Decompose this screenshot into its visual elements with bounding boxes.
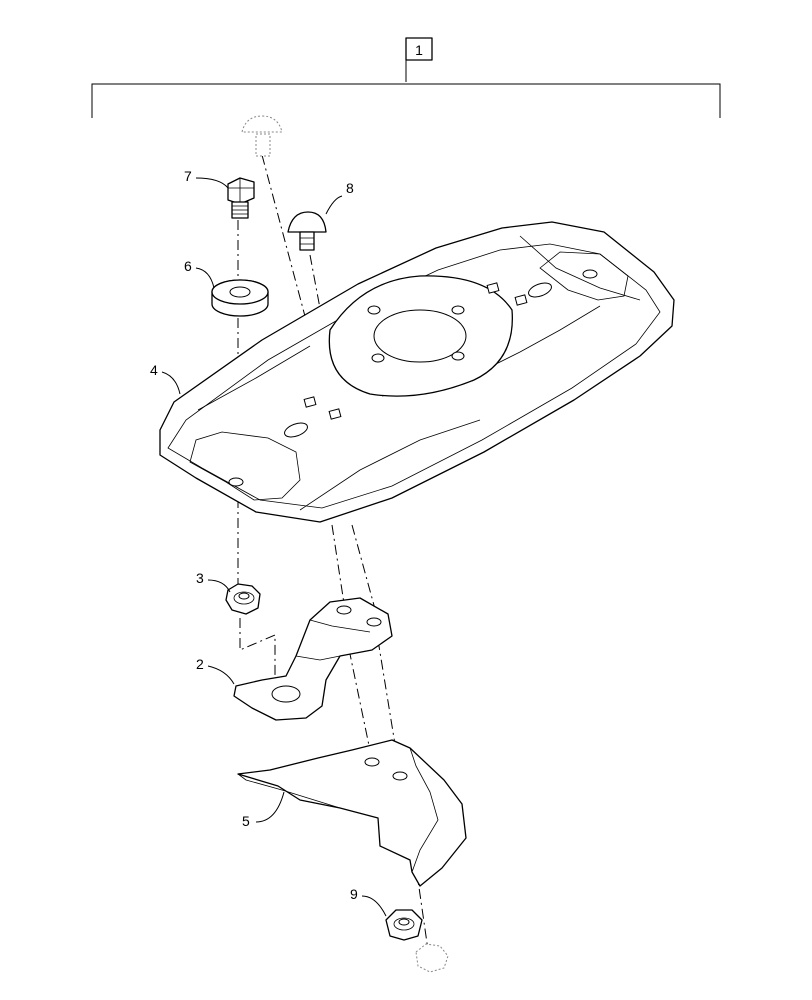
- callout-8[interactable]: 8: [346, 180, 354, 196]
- callout-2[interactable]: 2: [196, 656, 204, 672]
- skid-plate-part-4[interactable]: [159, 221, 675, 523]
- callout-labels: 7 8 6 4 3 2 5 9: [150, 168, 358, 902]
- leader-lines: [161, 177, 387, 917]
- callout-7[interactable]: 7: [184, 168, 192, 184]
- nut-part-3[interactable]: [225, 583, 261, 615]
- ghost-nut: [415, 943, 449, 973]
- callout-9[interactable]: 9: [350, 886, 358, 902]
- callout-4[interactable]: 4: [150, 362, 158, 378]
- hex-bolt-part-7[interactable]: [227, 177, 255, 219]
- callout-1[interactable]: 1: [415, 42, 423, 58]
- callout-3[interactable]: 3: [196, 570, 204, 586]
- assembly-bracket: 1: [91, 37, 721, 118]
- washer-part-6[interactable]: [211, 279, 269, 317]
- carriage-bolt-part-8[interactable]: [287, 211, 327, 251]
- callout-6[interactable]: 6: [184, 258, 192, 274]
- guard-plate-part-5[interactable]: [237, 739, 467, 887]
- ghost-carriage-bolt: [241, 115, 283, 157]
- callout-box-1: [405, 37, 433, 61]
- callout-5[interactable]: 5: [242, 813, 250, 829]
- flange-nut-part-9[interactable]: [385, 909, 423, 941]
- bracket-part-2[interactable]: [233, 597, 393, 721]
